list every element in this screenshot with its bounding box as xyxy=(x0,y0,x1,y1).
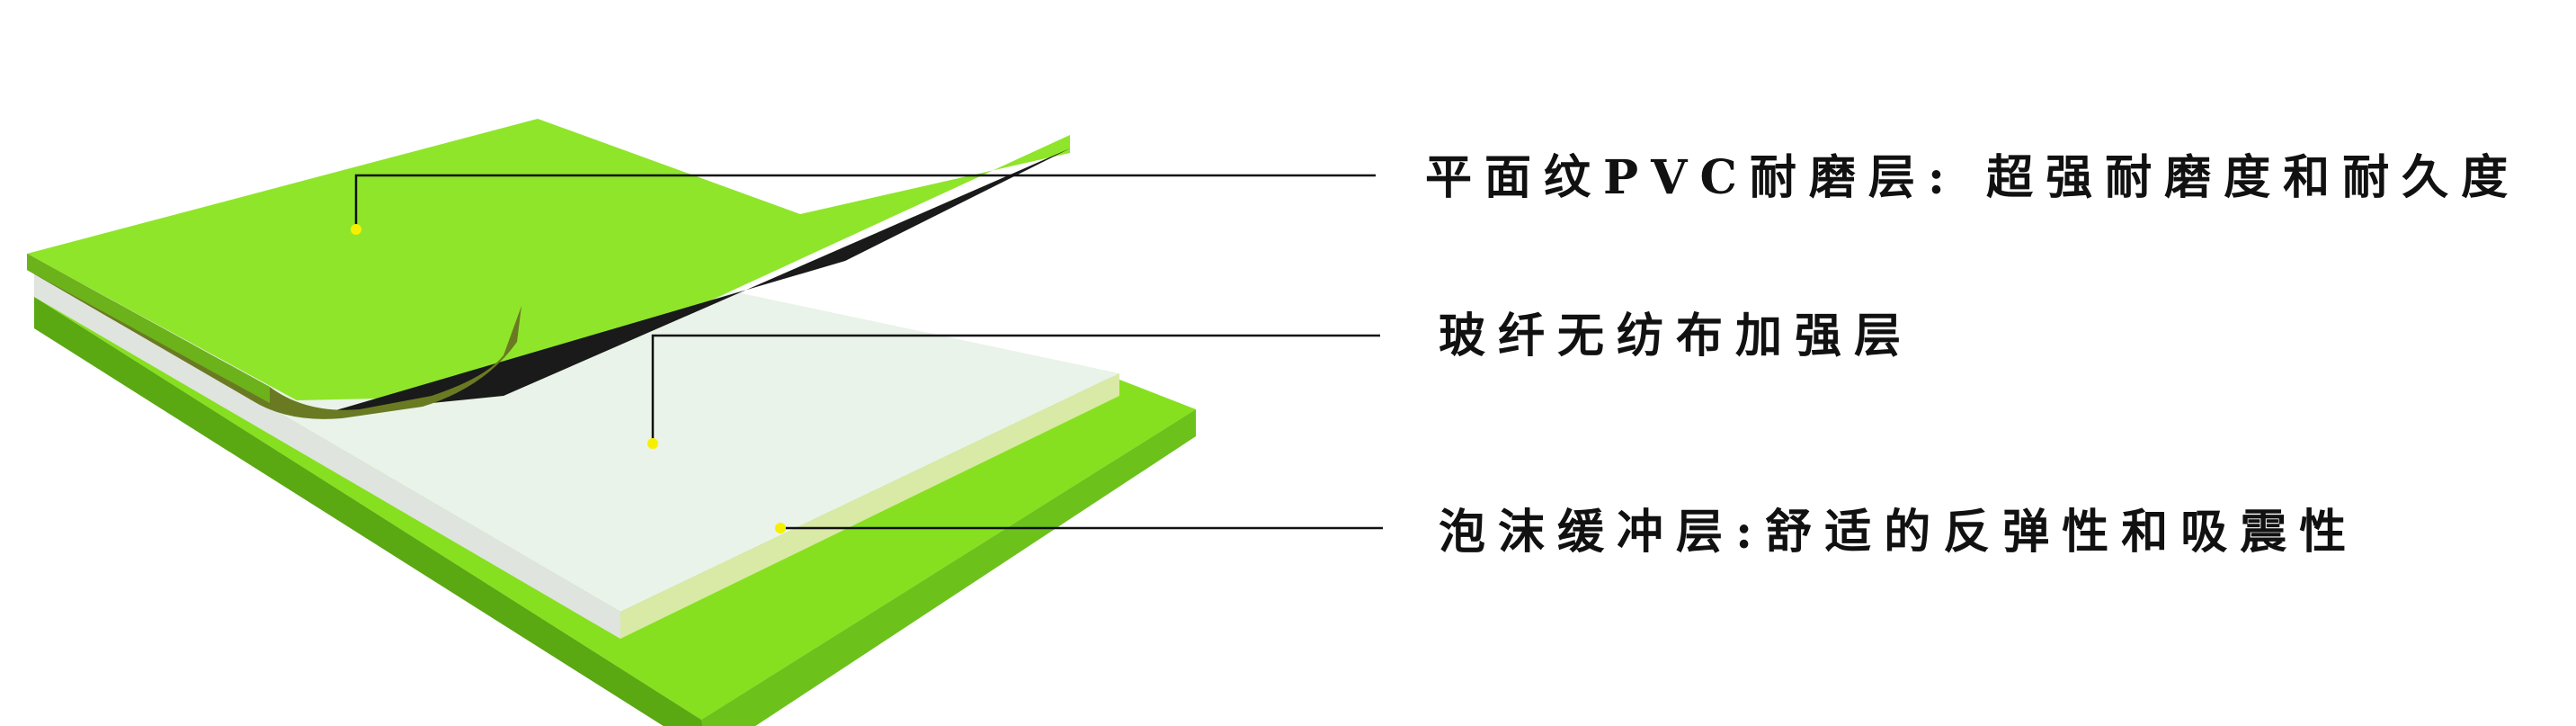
leader-line-1 xyxy=(354,174,1376,229)
pvc-wear-layer-label: 平面纹PVC耐磨层: 超强耐磨度和耐久度 xyxy=(1425,150,2521,205)
callout-dot-1 xyxy=(351,224,361,235)
callout-dot-2 xyxy=(647,438,658,449)
foam-layer-edge xyxy=(620,373,1119,639)
pvc-layer-left-edge xyxy=(27,254,270,403)
pvc-layer-top xyxy=(27,119,1070,400)
base-layer-edge xyxy=(34,297,703,726)
base-layer-right-edge xyxy=(701,409,1196,726)
leader-line-2 xyxy=(651,334,1380,444)
fiberglass-reinforcement-label: 玻纤无纺布加强层 xyxy=(1439,309,1914,363)
fiberglass-layer-left-edge xyxy=(34,270,620,639)
callout-dot-3 xyxy=(775,523,786,533)
foam-cushion-layer-label: 泡沫缓冲层:舒适的反弹性和吸震性 xyxy=(1439,505,2359,560)
